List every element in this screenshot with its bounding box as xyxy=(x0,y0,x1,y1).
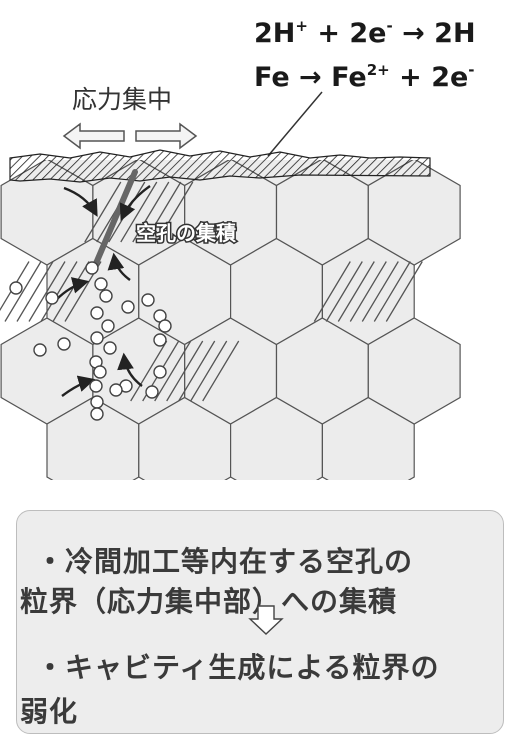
grain-hexagon xyxy=(367,160,461,266)
vacancy-circle xyxy=(145,385,159,399)
vacancy-circle xyxy=(141,293,155,307)
reaction-equation-iron: Fe → Fe2+ + 2e- xyxy=(254,61,475,93)
reaction-leader-line xyxy=(267,91,323,157)
hatch-line xyxy=(361,261,399,322)
vacancy-circle xyxy=(90,306,104,320)
corroded-surface-layer xyxy=(9,149,431,183)
vacancies xyxy=(9,261,172,421)
hatch-line xyxy=(120,181,158,243)
vacancy-circle xyxy=(121,300,135,314)
vacancy-circle xyxy=(57,337,71,351)
hatch-line xyxy=(154,340,192,402)
hatch-line xyxy=(28,261,66,322)
hatch-line xyxy=(178,340,216,402)
flow-arrow-icon xyxy=(117,352,143,387)
stress-concentration-label: 応力集中 xyxy=(72,85,172,114)
vacancy-circle xyxy=(33,343,47,357)
hatch-line xyxy=(84,181,122,243)
summary-line-2: 粒界（応力集中部）への集積 xyxy=(20,585,398,618)
vacancy-circle xyxy=(109,383,123,397)
vacancy-circle xyxy=(103,341,117,355)
flow-arrow-icon xyxy=(63,186,98,217)
flow-arrow-icon xyxy=(107,252,131,281)
tension-arrows-icon xyxy=(62,122,198,150)
hatch-line xyxy=(166,340,204,402)
vacancy-circle xyxy=(90,395,104,409)
hatch-line xyxy=(144,181,182,243)
reaction-equation-hydrogen: 2H+ + 2e- → 2H xyxy=(254,17,476,49)
hatch-line xyxy=(373,261,411,322)
vacancy-circle xyxy=(9,281,23,295)
vacancy-circle xyxy=(153,333,167,347)
crack-line xyxy=(91,169,138,271)
grain-structure xyxy=(0,160,461,480)
vacancy-circle xyxy=(85,261,99,275)
vacancy-circle xyxy=(94,277,108,291)
hatch-line xyxy=(4,261,42,322)
vacancy-circle xyxy=(90,407,104,421)
hatch-line xyxy=(132,181,170,243)
hatch-line xyxy=(40,261,78,322)
down-arrow-icon xyxy=(248,605,284,635)
hatch-line xyxy=(190,340,228,402)
vacancy-circle xyxy=(45,291,59,305)
flow-arrow-icon xyxy=(61,375,96,397)
hatch-line xyxy=(325,261,363,322)
vacancy-circle xyxy=(153,365,167,379)
vacancy-circle xyxy=(158,319,172,333)
hatch-line xyxy=(337,261,375,322)
hatch-line xyxy=(16,261,54,322)
grain-hexagon xyxy=(367,317,461,425)
hatch-line xyxy=(349,261,387,322)
hatch-line xyxy=(156,181,194,243)
hatch-line xyxy=(130,340,168,402)
hatch-line xyxy=(313,261,351,322)
vacancy-accumulation-label: 空孔の集積 xyxy=(136,221,237,245)
vacancy-circle xyxy=(89,379,103,393)
vacancy-circle xyxy=(93,365,107,379)
vacancy-circle xyxy=(99,289,113,303)
summary-line-1: ・冷間加工等内在する空孔の xyxy=(36,545,414,578)
vacancy-circle xyxy=(101,319,115,333)
hatch-line xyxy=(385,261,423,322)
vacancy-circle xyxy=(90,331,104,345)
flow-arrow-icon xyxy=(119,185,151,222)
hatch-line xyxy=(202,340,240,402)
summary-line-3: ・キャビティ生成による粒界の xyxy=(36,651,440,684)
summary-line-4: 弱化 xyxy=(20,695,79,728)
